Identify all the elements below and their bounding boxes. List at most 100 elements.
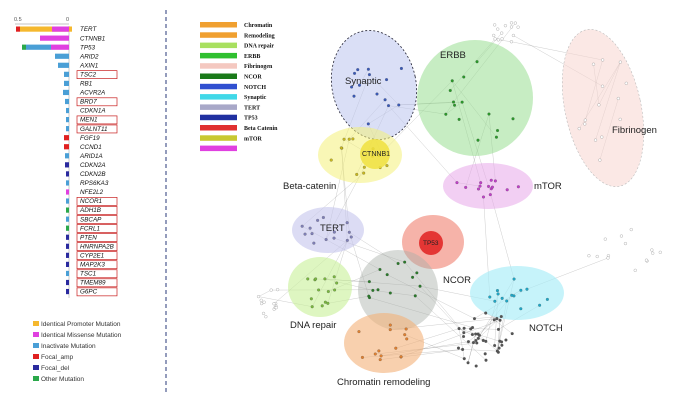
bar-nfe2l2-0 — [66, 189, 69, 195]
label-tert: TERT — [320, 223, 345, 234]
bar-g6pc-0 — [66, 288, 69, 295]
network-node — [366, 122, 370, 126]
network-node — [394, 346, 398, 350]
network-node — [618, 60, 622, 64]
network-node — [274, 306, 278, 310]
network-node — [383, 98, 387, 102]
network-node — [387, 104, 391, 108]
gene-label-cdkn1a: CDKN1A — [80, 108, 106, 115]
network-node — [460, 100, 464, 104]
network-node — [321, 215, 325, 219]
network-node — [650, 248, 654, 252]
network-node — [262, 300, 266, 304]
network-node — [525, 287, 529, 291]
highlight-box-brd7 — [76, 97, 118, 107]
network-node — [595, 254, 599, 258]
network-node — [444, 112, 448, 116]
network-node — [326, 301, 330, 305]
bar-galnt11-0 — [66, 126, 69, 132]
category-swatch-9 — [200, 114, 237, 121]
network-node — [375, 92, 379, 96]
network-node — [493, 37, 497, 41]
network-node — [366, 67, 370, 71]
bar-ccnd1-0 — [64, 144, 69, 150]
network-node — [367, 73, 371, 77]
network-node — [362, 165, 366, 169]
network-node — [629, 228, 633, 232]
network-node — [510, 332, 514, 336]
gene-label-ccnd1: CCND1 — [80, 144, 102, 151]
network-edge — [415, 295, 487, 361]
network-node — [264, 315, 268, 319]
category-swatch-0 — [200, 22, 237, 28]
category-label-11: mTOR — [244, 136, 263, 142]
cluster-notch — [470, 266, 564, 320]
label-ncor: NCOR — [443, 275, 471, 286]
network-node — [496, 27, 500, 31]
network-node — [644, 258, 648, 262]
network-node — [306, 277, 310, 281]
network-node — [470, 333, 474, 337]
network-node — [500, 296, 504, 300]
label-fibrinogen: Fibrinogen — [612, 125, 657, 136]
network-node — [397, 103, 401, 107]
network-node — [479, 181, 483, 185]
network-node — [583, 122, 587, 126]
network-node — [606, 256, 610, 260]
gene-label-cyp2e1: CYP2E1 — [80, 252, 104, 259]
network-node — [462, 331, 466, 335]
highlight-box-sbcap — [76, 215, 118, 224]
mutation-legend: Identical Promoter Mutation Identical Mi… — [33, 321, 122, 383]
network-node — [509, 21, 513, 25]
network-node — [403, 260, 407, 264]
network-node — [504, 338, 508, 342]
bar-arid1a-0 — [65, 153, 69, 159]
highlight-box-map2k3 — [76, 260, 118, 270]
gene-label-cdkn2b: CDKN2B — [80, 171, 106, 178]
label-synaptic: Synaptic — [345, 76, 382, 87]
label-dna-repair: DNA repair — [290, 320, 336, 331]
gene-label-acvr2a: ACVR2A — [79, 90, 105, 97]
mutation-bars — [16, 26, 72, 295]
network-node — [484, 311, 488, 315]
network-node — [492, 318, 496, 322]
network-node — [373, 352, 377, 356]
network-node — [603, 237, 607, 241]
category-swatch-11 — [200, 135, 237, 141]
network-node — [345, 238, 349, 242]
network-node — [352, 94, 356, 98]
network-node — [488, 193, 492, 197]
network-node — [598, 158, 602, 162]
gene-label-men1: MEN1 — [80, 117, 98, 124]
network-node — [353, 71, 357, 75]
label-erbb: ERBB — [440, 50, 466, 61]
network-node — [471, 341, 475, 345]
network-node — [587, 254, 591, 258]
highlight-box-tmem89 — [76, 278, 118, 288]
network-node — [490, 185, 494, 189]
network-node — [538, 303, 542, 307]
category-swatch-5 — [200, 73, 237, 79]
network-edge — [497, 320, 501, 352]
network-edge — [404, 261, 464, 333]
gene-highlight-boxes — [76, 70, 118, 297]
network-node — [583, 118, 587, 122]
network-nodes — [257, 21, 662, 368]
network-node — [260, 302, 264, 306]
cluster-fibrinogen — [561, 29, 645, 187]
category-swatch-6 — [200, 83, 237, 90]
gene-label-galnt11: GALNT11 — [80, 126, 108, 133]
network-node — [350, 85, 354, 89]
network-node — [320, 304, 324, 308]
legend-label-inactivate: Inactivate Mutation — [41, 343, 96, 350]
category-label-7: Synaptic — [244, 95, 267, 101]
network-node — [511, 117, 515, 121]
hub-tp53 — [419, 231, 443, 255]
gene-label-map2k3: MAP2K3 — [80, 262, 105, 269]
bar-tmem89-0 — [66, 279, 69, 286]
gene-label-tsc2: TSC2 — [80, 71, 97, 78]
network-node — [475, 60, 479, 64]
legend-swatch-focal-amp — [33, 354, 39, 359]
network-node — [378, 267, 382, 271]
category-label-1: Remodeling — [244, 33, 275, 39]
